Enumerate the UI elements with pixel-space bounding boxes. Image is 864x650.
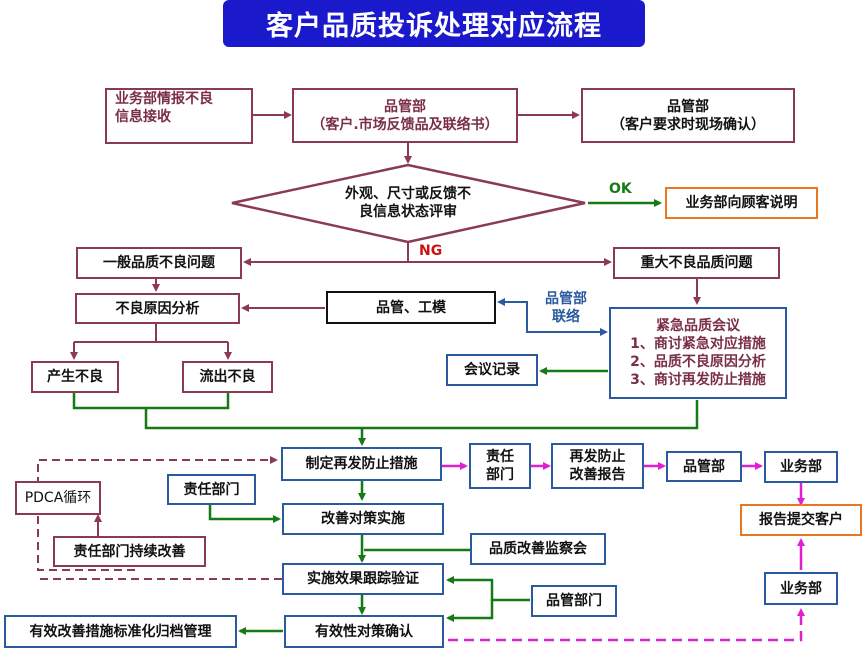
prevention-box: 制定再发防止措施 [281, 447, 442, 481]
qa-contact-label: 品管部 联络 [538, 288, 594, 328]
minutes-box: 会议记录 [446, 354, 538, 386]
resp-dept-short-line2: 部门 [486, 467, 514, 483]
judge-line2: 良信息状态评审 [359, 204, 457, 220]
qa-feedback-line2: （客户.市场反馈品及联络书） [311, 116, 499, 133]
recur-report-line1: 再发防止 [569, 449, 626, 465]
sales-bottom-box: 业务部 [764, 572, 838, 605]
info-receive-box: 业务部情报不良 信息接收 [105, 88, 253, 144]
qc-committee-box: 品质改善监察会 [470, 533, 606, 565]
qa-mold-box: 品管、工模 [326, 291, 496, 324]
occur-defect-box: 产生不良 [31, 361, 119, 393]
qa-contact-line1: 品管部 [545, 291, 587, 307]
page-title: 客户品质投诉处理对应流程 [223, 0, 645, 47]
verify-box: 实施效果跟踪验证 [282, 563, 444, 595]
pdca-box: PDCA循环 [15, 481, 101, 515]
qa-feedback-box: 品管部 （客户.市场反馈品及联络书） [292, 88, 518, 143]
resp-dept-short-line1: 责任 [486, 449, 514, 465]
qa-dept2-box: 品管部门 [531, 585, 617, 617]
meeting-title: 紧急品质会议 [656, 318, 740, 334]
standardize-box: 有效改善措施标准化归档管理 [4, 615, 237, 648]
qa-onsite-line2: （客户要求时现场确认） [611, 116, 765, 133]
judge-text: 外观、尺寸或反馈不 良信息状态评审 [300, 182, 516, 224]
explain-box: 业务部向顾客说明 [665, 187, 818, 219]
confirm-box: 有效性对策确认 [284, 615, 444, 648]
general-issue-box: 一般品质不良问题 [76, 247, 242, 279]
continuous-improve-box: 责任部门持续改善 [53, 536, 206, 567]
qa-onsite-box: 品管部 （客户要求时现场确认） [581, 88, 795, 143]
outflow-defect-box: 流出不良 [182, 361, 273, 393]
recur-report-box: 再发防止 改善报告 [551, 443, 644, 489]
judge-line1: 外观、尺寸或反馈不 [345, 186, 471, 202]
major-issue-box: 重大不良品质问题 [613, 247, 780, 279]
meeting-item-2: 2、品质不良原因分析 [630, 354, 766, 370]
qa-dept-box: 品管部 [666, 451, 742, 482]
meeting-item-3: 3、商讨再发防止措施 [630, 372, 766, 388]
meeting-item-1: 1、商讨紧急对应措施 [630, 336, 766, 352]
info-receive-line1: 业务部情报不良 [115, 91, 213, 107]
resp-dept-box: 责任部门 [167, 474, 256, 505]
report-customer-box: 报告提交客户 [740, 504, 862, 536]
recur-report-line2: 改善报告 [569, 467, 626, 483]
emergency-meeting-box: 紧急品质会议 1、商讨紧急对应措施 2、品质不良原因分析 3、商讨再发防止措施 [609, 307, 787, 399]
ok-label: OK [609, 181, 632, 197]
sales-top-box: 业务部 [764, 451, 838, 483]
qa-contact-line2: 联络 [552, 309, 580, 325]
qa-feedback-line1: 品管部 [384, 98, 426, 115]
ng-label: NG [419, 243, 443, 259]
qa-onsite-line1: 品管部 [667, 98, 709, 115]
implement-box: 改善对策实施 [282, 503, 444, 535]
info-receive-line2: 信息接收 [115, 109, 171, 125]
cause-analysis-box: 不良原因分析 [75, 293, 240, 324]
resp-dept-short-box: 责任 部门 [469, 443, 531, 489]
